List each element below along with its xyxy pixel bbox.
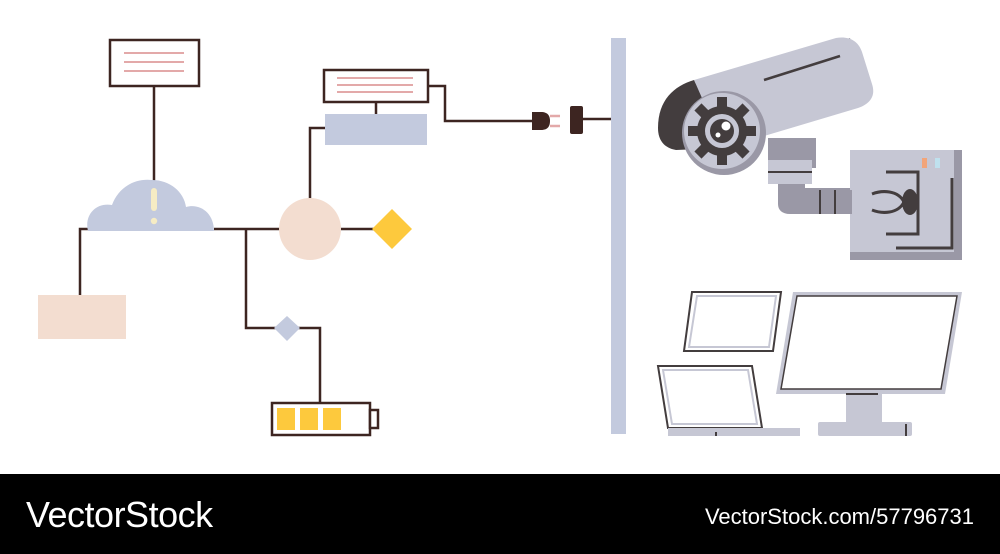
tablet-device <box>682 291 783 352</box>
battery-icon <box>270 401 380 437</box>
line-circle-to-panel <box>308 126 325 199</box>
camera-lens <box>682 91 766 175</box>
illustration <box>38 37 962 437</box>
connector-lines <box>78 84 612 403</box>
line-small-diamond-to-battery <box>298 326 322 403</box>
battery-cells <box>277 408 341 430</box>
security-camera <box>658 37 962 260</box>
gear-icon <box>688 97 756 165</box>
socket-icon <box>570 106 583 134</box>
battery-cell <box>323 408 341 430</box>
battery-cell <box>277 408 295 430</box>
desktop-monitor <box>776 292 962 436</box>
camera-neck <box>768 138 816 184</box>
line-note-to-plug <box>428 84 532 123</box>
note-card-middle <box>322 68 430 104</box>
peach-block <box>38 295 126 339</box>
watermark-footer: VectorStock VectorStock.com/57796731 <box>0 474 1000 554</box>
laptop-device <box>656 365 800 436</box>
line-branch-to-small-diamond <box>244 229 276 330</box>
plug-icon <box>532 112 560 130</box>
note-card-top <box>108 38 201 88</box>
line-cloud-to-box <box>78 227 90 295</box>
peach-node-circle <box>279 198 341 260</box>
image-credit: VectorStock.com/57796731 <box>704 504 974 529</box>
wall-divider <box>611 38 626 434</box>
exclamation-icon <box>150 188 158 225</box>
yellow-diamond <box>372 209 412 249</box>
battery-cell <box>300 408 318 430</box>
cloud-alert <box>87 179 214 231</box>
small-blue-diamond <box>274 316 300 341</box>
brand-logo-text: VectorStock <box>26 494 213 535</box>
camera-arm <box>778 178 918 215</box>
blue-panel <box>325 114 427 145</box>
